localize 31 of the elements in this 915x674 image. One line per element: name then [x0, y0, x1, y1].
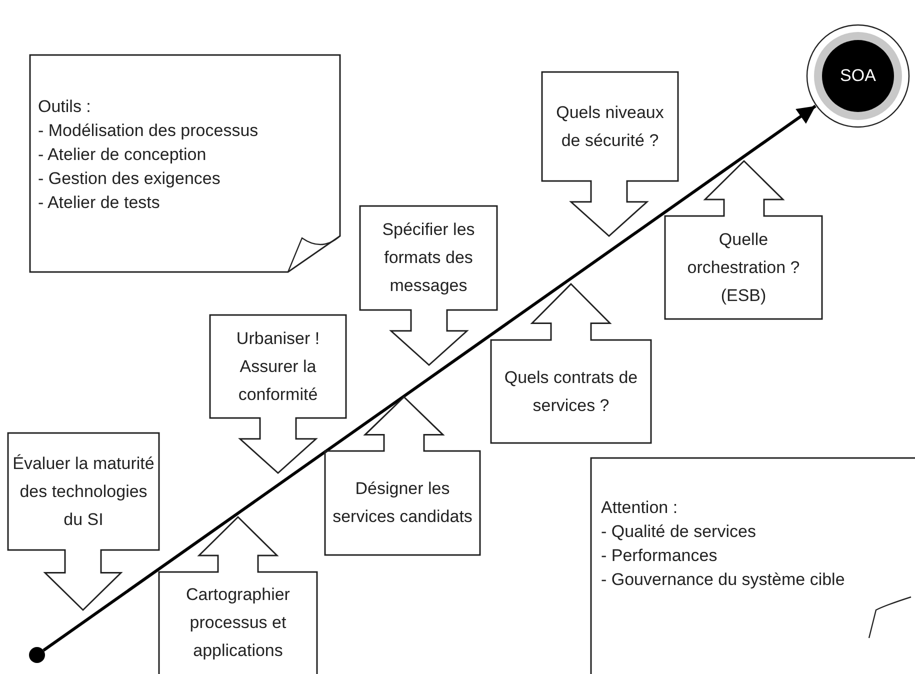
callout-text: Cartographier processus et applications — [185, 584, 291, 662]
note-heading: Outils : — [38, 96, 91, 118]
note-heading: Attention : — [601, 497, 678, 519]
callout-text: Désigner les services candidats — [332, 478, 474, 528]
callout-arrow — [210, 315, 346, 473]
callout-arrow — [542, 72, 678, 236]
callout-text: Quelle orchestration ? (ESB) — [686, 228, 801, 306]
goal-label: SOA — [840, 65, 876, 87]
list-item: - Qualité de services — [601, 521, 756, 543]
callout-arrow — [159, 517, 317, 674]
callout-text: Évaluer la maturité des technologies du SI — [12, 452, 155, 530]
note-card — [30, 55, 340, 272]
list-item: - Gestion des exigences — [38, 168, 220, 190]
callout-text: Quels niveaux de sécurité ? — [555, 102, 665, 152]
callout-text: Quels contrats de services ? — [503, 366, 639, 416]
callout-arrow — [360, 206, 497, 365]
note-card — [591, 458, 915, 674]
callout-arrow — [8, 433, 159, 610]
list-item: - Atelier de conception — [38, 144, 206, 166]
start-dot — [29, 647, 45, 663]
callout-arrow — [491, 284, 651, 443]
list-item: - Gouvernance du système cible — [601, 569, 845, 591]
arrow — [42, 104, 816, 652]
target-circle — [806, 24, 910, 128]
list-item: - Modélisation des processus — [38, 120, 258, 142]
list-item: - Performances — [601, 545, 718, 567]
callout-arrow — [325, 397, 480, 555]
list-item: - Atelier de tests — [38, 192, 160, 214]
callout-arrow — [665, 161, 822, 319]
callout-text: Spécifier les formats des messages — [381, 219, 476, 297]
callout-text: Urbaniser ! Assurer la conformité — [235, 328, 321, 406]
